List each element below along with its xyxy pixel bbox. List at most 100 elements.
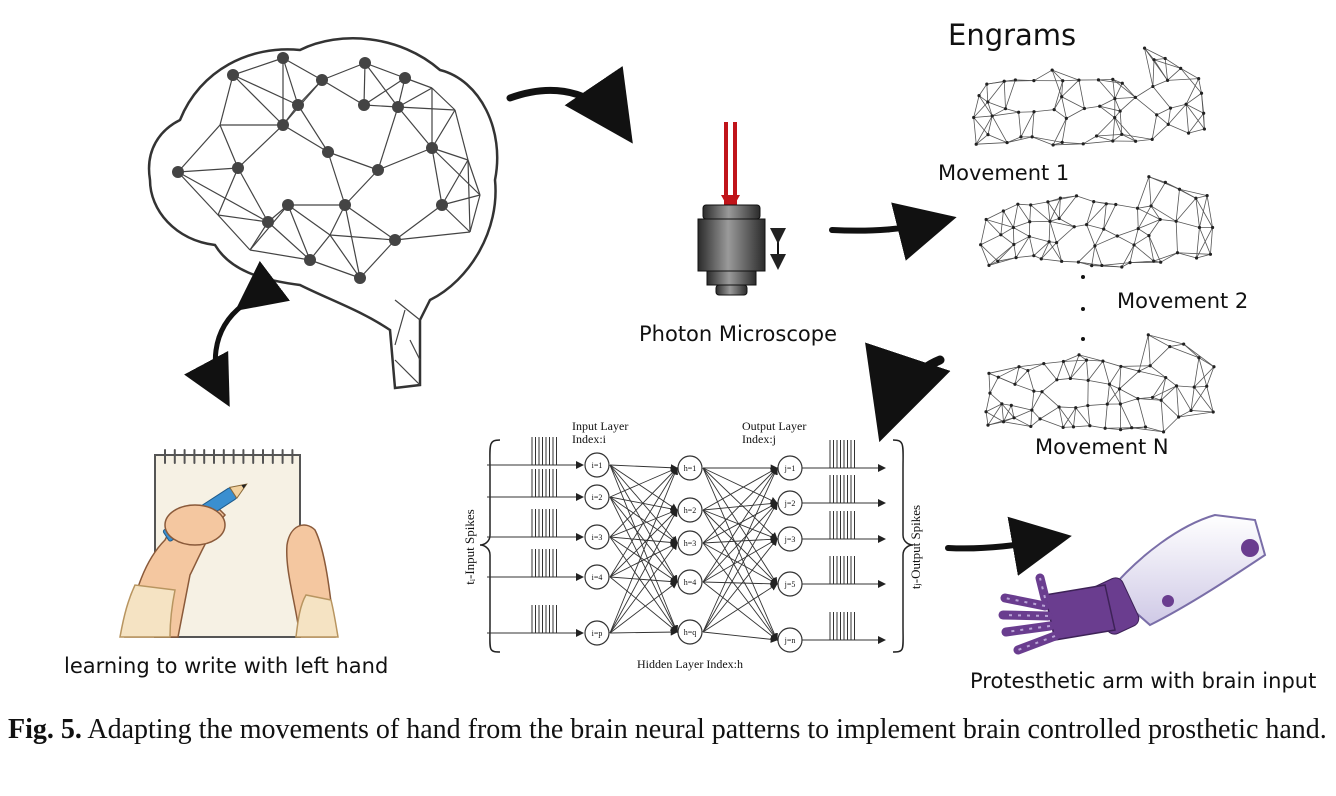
- engram-connection: [980, 234, 1002, 246]
- engram-connection: [1109, 366, 1122, 385]
- writing-label: learning to write with left hand: [64, 654, 389, 678]
- engram-connection: [1101, 262, 1131, 266]
- engram-connection: [987, 101, 1006, 110]
- engram-connection: [1104, 404, 1108, 429]
- engram-connection: [1013, 221, 1030, 228]
- engram-node: [1179, 66, 1183, 71]
- brain-node: [277, 52, 289, 64]
- engram-connection: [1013, 417, 1032, 427]
- engram-connection: [1196, 227, 1200, 259]
- left-sleeve: [119, 584, 176, 638]
- notepad-spiral: [164, 449, 294, 464]
- engram-connection: [1063, 359, 1087, 362]
- engram-connection: [1122, 82, 1136, 98]
- engram-node: [1046, 200, 1050, 204]
- engram-connection: [1160, 400, 1164, 432]
- engram-node: [984, 217, 988, 222]
- engram-connection: [1087, 403, 1108, 406]
- engram-node: [1057, 405, 1061, 409]
- brain-node: [316, 74, 328, 86]
- engram-connection: [1198, 357, 1208, 387]
- engram-connection: [1058, 218, 1075, 228]
- engram-node: [1155, 113, 1159, 117]
- engram-node: [1150, 395, 1155, 400]
- engram-connection: [1053, 143, 1084, 146]
- engram-node: [1194, 196, 1198, 200]
- engram-connection: [1178, 411, 1214, 418]
- engram-connection: [1167, 108, 1171, 125]
- engram-connection: [1051, 69, 1063, 97]
- engram-connection: [1061, 80, 1064, 97]
- engram-connection: [1193, 366, 1215, 388]
- engram-connection: [1049, 197, 1061, 222]
- engram-connection: [1121, 134, 1136, 142]
- engram-connection: [1003, 421, 1031, 427]
- brain-node: [436, 199, 448, 211]
- engram-movement-2: [979, 175, 1215, 269]
- engram-connection: [1058, 198, 1061, 219]
- engram-connection: [1188, 128, 1205, 134]
- engram-node: [1064, 116, 1068, 120]
- engram-connection: [1088, 379, 1110, 385]
- engram-connection: [1160, 252, 1178, 263]
- engram-connection: [1013, 227, 1030, 237]
- brain-node: [277, 119, 289, 131]
- engram-connection: [1061, 118, 1067, 143]
- engram-connection: [1190, 385, 1208, 411]
- brain-connection: [441, 194, 481, 206]
- brain-connection: [469, 194, 481, 233]
- engram-node: [1163, 180, 1167, 184]
- engram-connection: [978, 83, 988, 96]
- brain-connection: [359, 239, 396, 279]
- engram-node: [1030, 135, 1034, 139]
- engram-connection: [1020, 111, 1035, 138]
- hidden-node-label: h=q: [684, 628, 697, 637]
- engram-connection: [1185, 78, 1200, 105]
- engram-connection: [1013, 236, 1030, 245]
- engram-connection: [1153, 252, 1178, 262]
- engram-connection: [1061, 260, 1079, 263]
- engram-connection: [1078, 79, 1085, 109]
- engram-node: [1072, 225, 1076, 229]
- brain-connection: [441, 159, 469, 206]
- nn-connection: [609, 467, 678, 634]
- output-node: [777, 455, 803, 481]
- brain-connection: [397, 106, 456, 111]
- brain-node: [172, 166, 184, 178]
- engram-node: [1084, 223, 1089, 227]
- nn-connection: [702, 509, 778, 641]
- output-node-label: j=1: [784, 464, 796, 473]
- engram-connection: [1183, 343, 1215, 368]
- engram-connection: [987, 81, 1005, 103]
- engram-connection: [1152, 385, 1177, 398]
- engram-connection: [1119, 111, 1123, 135]
- engram-node: [1001, 209, 1005, 213]
- engram-connection: [1058, 406, 1074, 428]
- output-spikes-label: tⱼ-Output Spikes: [908, 505, 923, 589]
- engram-node: [1093, 244, 1097, 248]
- engram-node: [1118, 109, 1122, 113]
- engram-node: [1132, 243, 1136, 247]
- input-node-label: i=4: [592, 573, 603, 582]
- engram-connection: [992, 111, 1019, 117]
- hidden-layer-label: Hidden Layer Index:h: [637, 657, 743, 671]
- brain-connection: [467, 159, 481, 196]
- engram-node: [1086, 378, 1090, 382]
- engram-connection: [1086, 203, 1107, 225]
- engram-connection: [1073, 425, 1090, 428]
- engram-connection: [1063, 426, 1074, 428]
- engram-connection: [1102, 361, 1110, 385]
- engram-connection: [1112, 117, 1116, 142]
- engram-node: [996, 375, 1000, 379]
- movement-n-label: Movement N: [1035, 435, 1169, 459]
- engram-connection: [1053, 109, 1067, 119]
- engram-node: [1130, 426, 1134, 430]
- brain-connection: [397, 106, 433, 149]
- engram-node: [1077, 78, 1081, 82]
- engram-connection: [1003, 203, 1019, 212]
- brain-connection: [309, 259, 361, 279]
- brain-node: [426, 142, 438, 154]
- hidden-node: [677, 569, 703, 595]
- engram-connection: [1150, 205, 1161, 220]
- nn-connection: [702, 583, 778, 633]
